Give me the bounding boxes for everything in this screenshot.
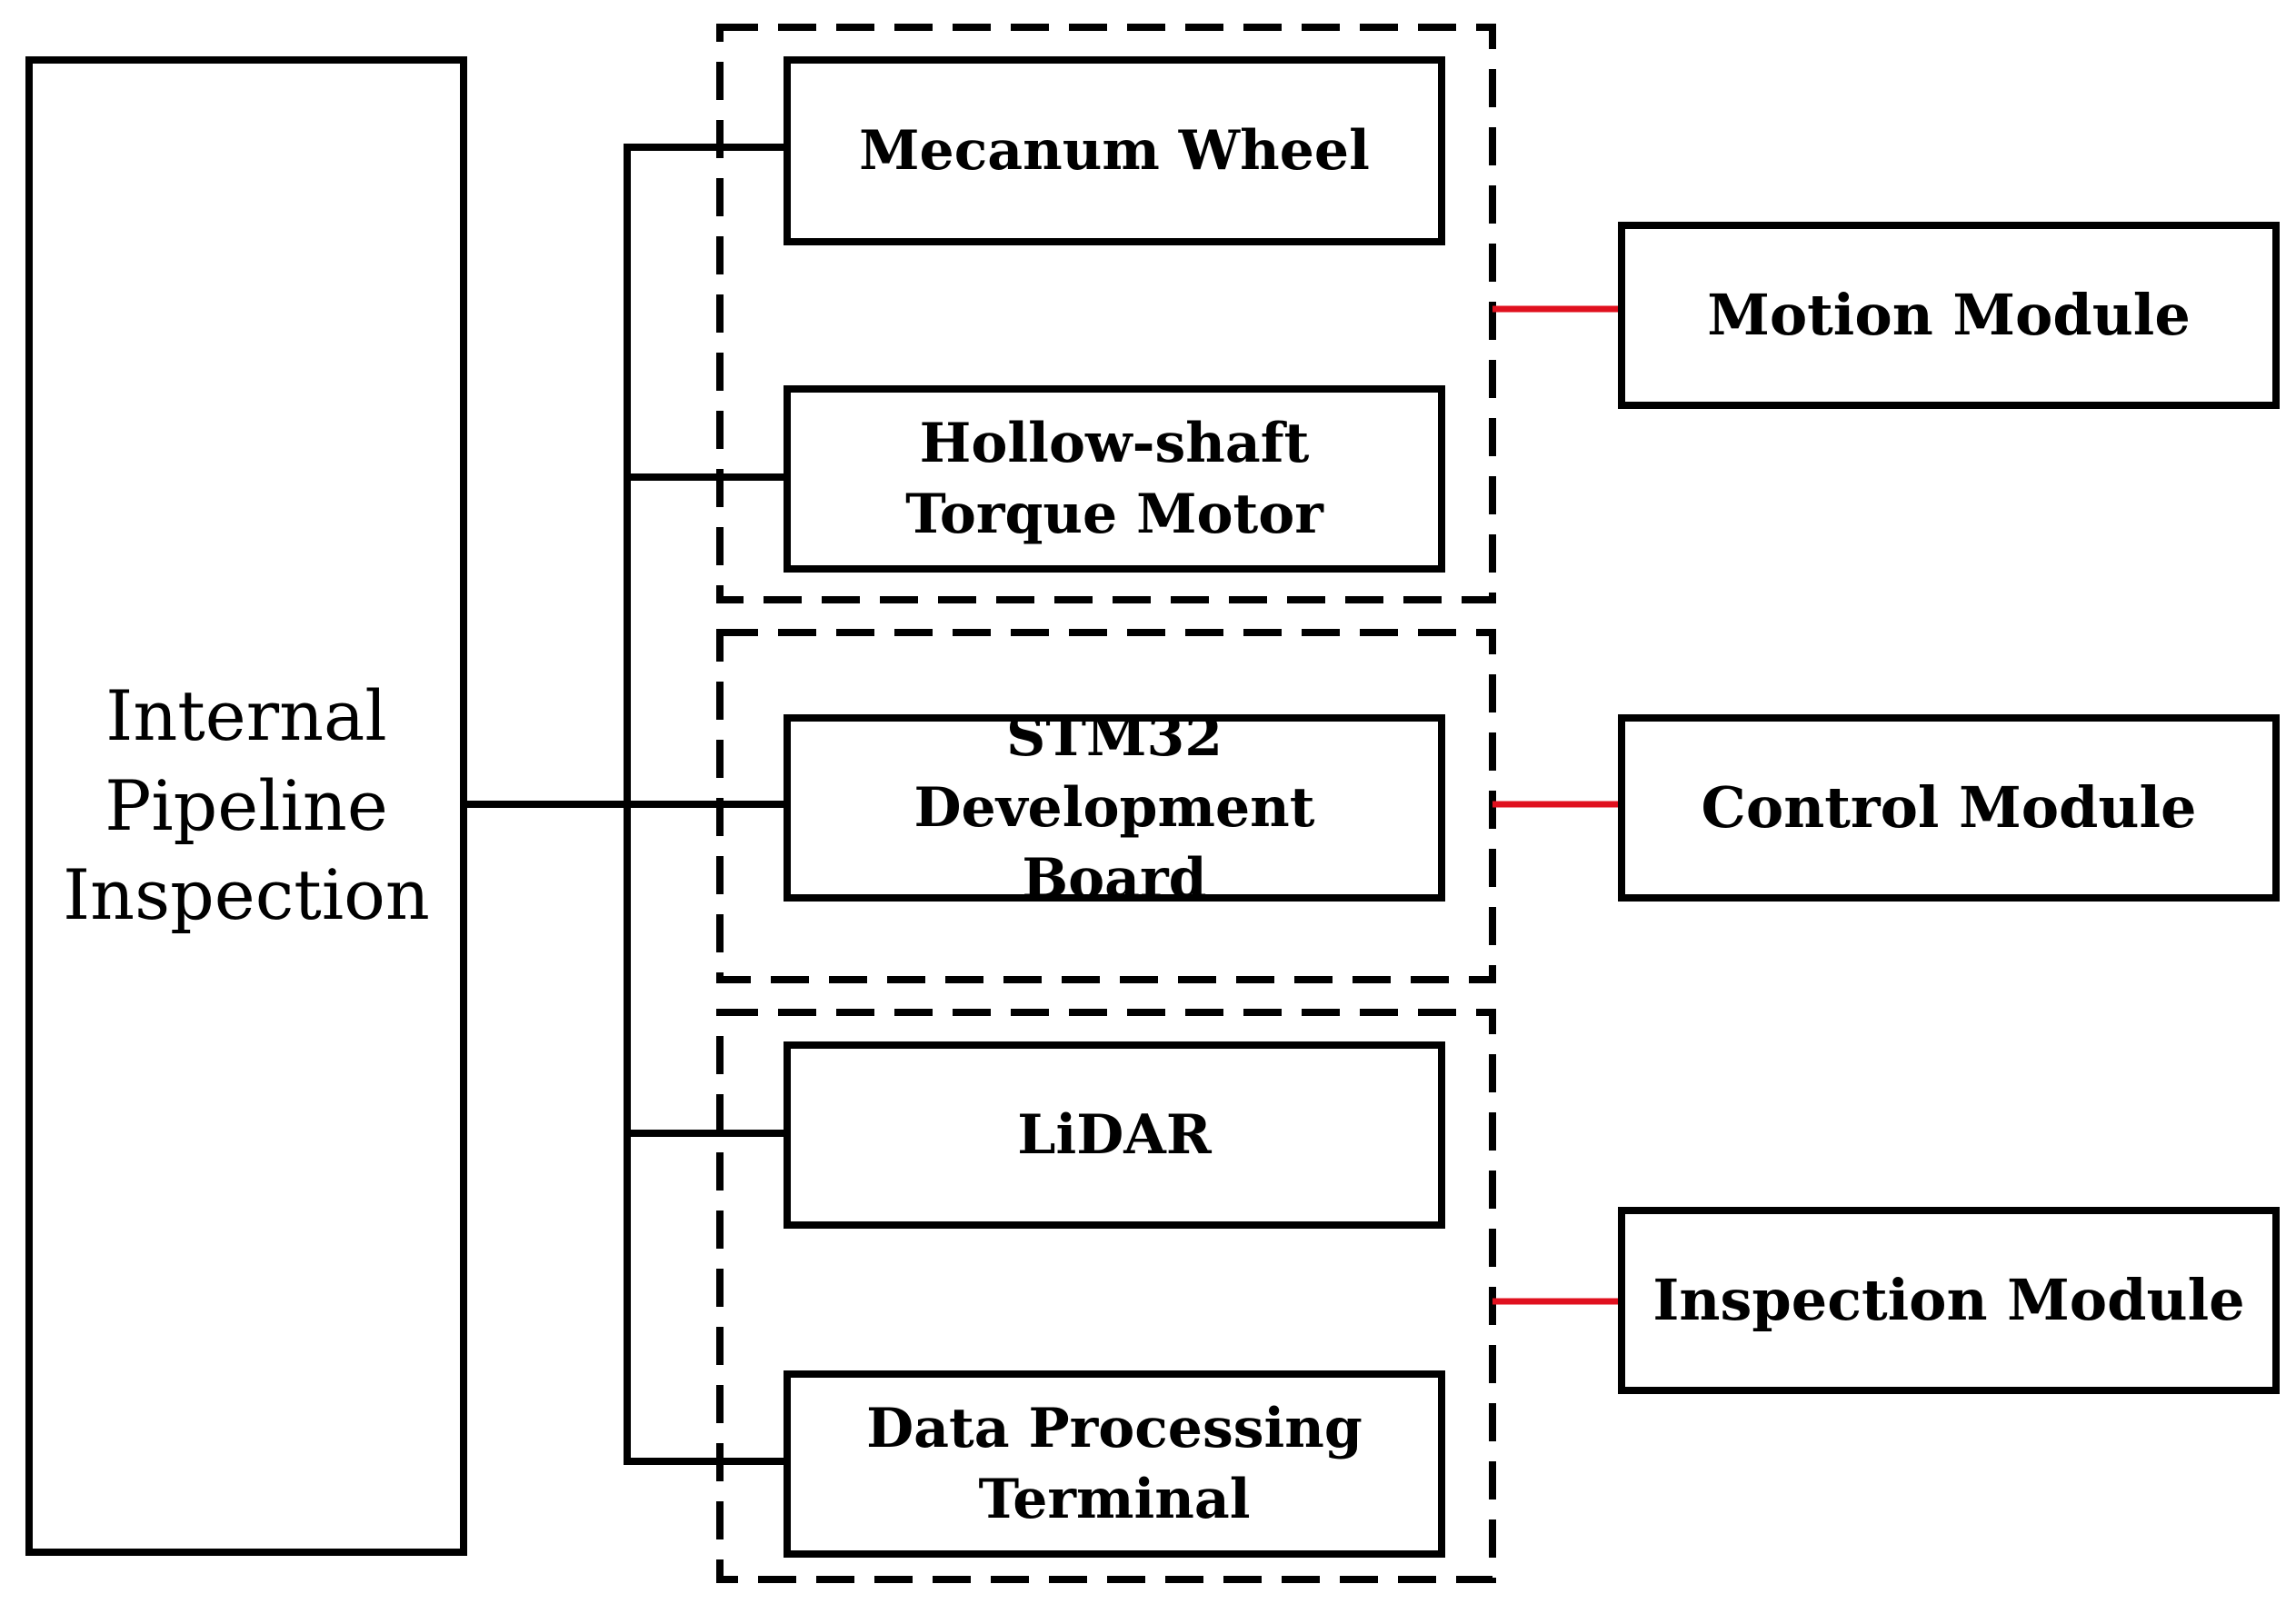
root-label-line1: Internal — [105, 674, 387, 756]
data-processing-terminal-label: Data Processing Terminal — [866, 1393, 1363, 1535]
control-module-label: Control Module — [1701, 773, 2197, 841]
root-label: Internal Pipeline Inspection — [63, 672, 430, 941]
torque-motor-label-line2: Torque Motor — [905, 483, 1323, 546]
torque-motor-label: Hollow-shaft Torque Motor — [905, 408, 1323, 550]
control-module-box: Control Module — [1618, 714, 2280, 902]
mecanum-wheel-box: Mecanum Wheel — [784, 56, 1445, 245]
inspection-group-frame — [716, 1009, 1496, 1583]
mecanum-wheel-label: Mecanum Wheel — [859, 119, 1370, 183]
inspection-module-label: Inspection Module — [1652, 1266, 2245, 1333]
root-label-line3: Inspection — [63, 854, 430, 936]
stm32-board-box: STM32 Development Board — [784, 705, 1445, 911]
torque-motor-label-line1: Hollow-shaft — [919, 412, 1310, 475]
data-processing-terminal-box: Data Processing Terminal — [784, 1370, 1445, 1558]
stm32-board-label: STM32 Development Board — [809, 702, 1420, 914]
inspection-module-box: Inspection Module — [1618, 1207, 2280, 1394]
lidar-box: LiDAR — [784, 1041, 1445, 1229]
root-label-line2: Pipeline — [105, 764, 388, 846]
data-processing-terminal-label-line2: Terminal — [978, 1468, 1251, 1531]
data-processing-terminal-label-line1: Data Processing — [866, 1397, 1363, 1460]
torque-motor-box: Hollow-shaft Torque Motor — [784, 385, 1445, 573]
stm32-board-label-line1: STM32 Development — [913, 705, 1315, 840]
lidar-label: LiDAR — [1017, 1103, 1212, 1167]
motion-module-box: Motion Module — [1618, 222, 2280, 409]
root-box: Internal Pipeline Inspection — [25, 56, 467, 1556]
motion-group-frame — [716, 24, 1496, 603]
stm32-board-label-line2: Board — [1022, 847, 1207, 911]
motion-module-label: Motion Module — [1707, 281, 2191, 348]
